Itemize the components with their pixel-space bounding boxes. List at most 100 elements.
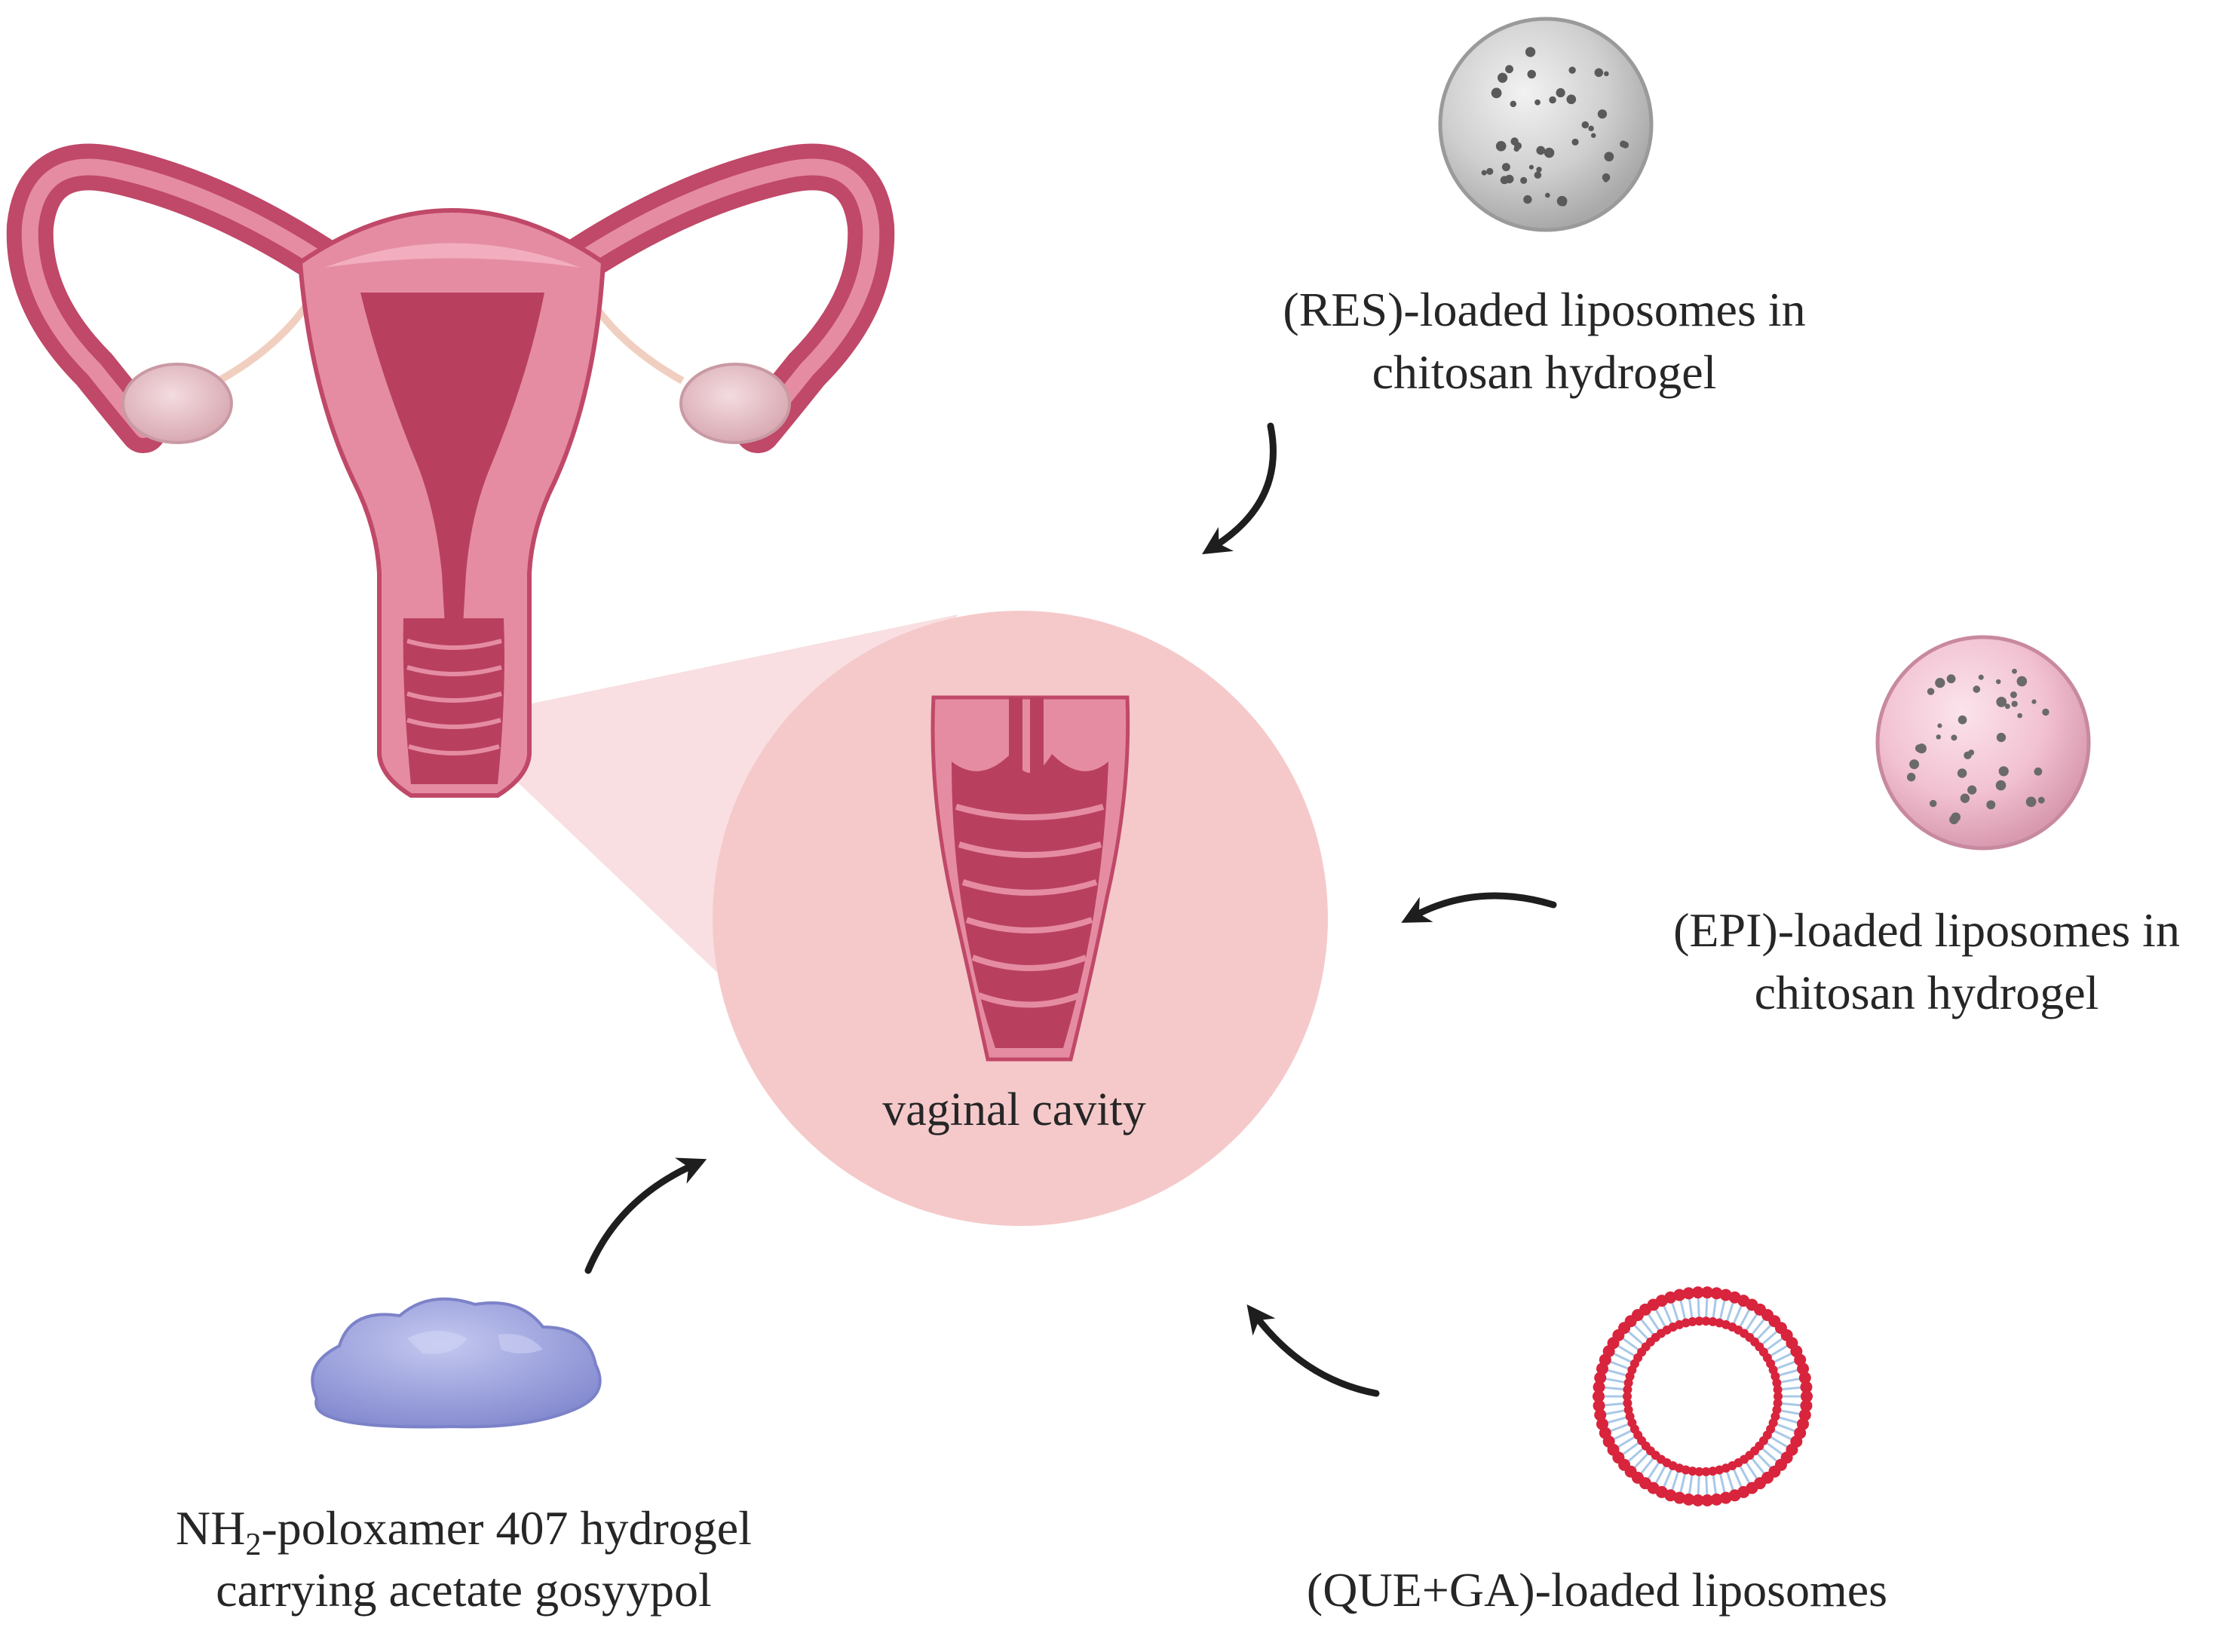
res-liposome-sphere-icon xyxy=(1438,17,1654,232)
speckle-dot xyxy=(1915,744,1924,752)
lipid-tail xyxy=(1770,1436,1789,1448)
speckle-dot xyxy=(1497,72,1508,83)
speckle-dot xyxy=(2010,691,2017,698)
lipid-head-inner xyxy=(1623,1405,1633,1414)
speckle-dot xyxy=(2037,796,2045,804)
speckle-dot xyxy=(1927,688,1935,695)
lipid-tail xyxy=(1679,1474,1686,1494)
speckle-dot xyxy=(2034,767,2043,776)
lipid-tail xyxy=(1733,1304,1743,1324)
speckle-dot xyxy=(1510,100,1517,108)
lipid-head-outer xyxy=(1800,1399,1813,1412)
nh2-label-line1: NH2-poloxamer 407 hydrogel xyxy=(176,1501,752,1562)
lipid-head-inner xyxy=(1623,1392,1632,1401)
lipid-head-outer xyxy=(1682,1493,1695,1506)
lipid-head-outer xyxy=(1593,1399,1605,1412)
lipid-tail xyxy=(1670,1301,1679,1321)
speckle-dot xyxy=(1906,772,1916,782)
epi-liposome-sphere-icon xyxy=(1875,635,2091,851)
lipid-tail xyxy=(1639,1317,1654,1335)
epi-label-line1: (EPI)-loaded liposomes in xyxy=(1673,903,2180,957)
lipid-tail xyxy=(1647,1313,1660,1331)
lipid-tail xyxy=(1726,1472,1735,1492)
lipid-tail xyxy=(1751,1457,1766,1476)
lipid-head-outer xyxy=(1594,1408,1607,1421)
speckle-dot xyxy=(1544,192,1550,198)
arrow-nh2-to-center xyxy=(584,1157,707,1274)
lipid-head-outer xyxy=(1701,1286,1714,1299)
lipid-tail xyxy=(1761,1330,1779,1345)
lipid-tail xyxy=(1621,1442,1639,1456)
lipid-tail xyxy=(1604,1409,1624,1416)
lipid-tail xyxy=(1733,1469,1743,1488)
lipid-tail xyxy=(1705,1476,1709,1496)
speckle-dot xyxy=(2031,699,2037,704)
lipid-tail xyxy=(1608,1423,1629,1433)
lipid-head-inner xyxy=(1694,1467,1704,1476)
lipid-head-inner xyxy=(1688,1316,1697,1326)
lipid-tail xyxy=(1633,1323,1648,1340)
lipid-head-outer xyxy=(1593,1390,1605,1402)
lipid-tail xyxy=(1626,1330,1644,1345)
lipid-head-inner xyxy=(1774,1392,1783,1401)
lipid-head-outer xyxy=(1801,1390,1813,1402)
lipid-tail xyxy=(1670,1472,1679,1492)
lipid-tail xyxy=(1662,1304,1672,1324)
speckle-dot xyxy=(1590,133,1596,138)
speckle-dot xyxy=(1597,109,1608,119)
lipid-tail xyxy=(1751,1317,1766,1335)
speckle-dot xyxy=(1909,759,1920,770)
speckle-dot xyxy=(1588,125,1594,132)
speckle-dot xyxy=(2011,700,2018,707)
speckle-dot xyxy=(1998,766,2009,777)
nh2-label-line2: carrying acetate gosyypol xyxy=(216,1563,712,1617)
lipid-tail xyxy=(1608,1360,1629,1370)
lipid-tail xyxy=(1603,1402,1623,1407)
left-ovary xyxy=(121,363,233,444)
lipid-head-inner xyxy=(1773,1385,1783,1395)
lipid-tail xyxy=(1781,1377,1801,1384)
lipid-head-inner xyxy=(1708,1467,1718,1476)
speckle-dot xyxy=(1495,140,1507,152)
speckle-dot xyxy=(1549,96,1556,104)
lipid-tail xyxy=(1654,1466,1666,1485)
lipid-head-inner xyxy=(1772,1378,1782,1388)
speckle-dot xyxy=(1481,170,1487,176)
speckle-dot xyxy=(1951,734,1957,741)
lipid-tail xyxy=(1746,1462,1758,1480)
speckle-dot xyxy=(1525,47,1536,57)
lipid-head-outer xyxy=(1798,1372,1811,1384)
lipid-tail xyxy=(1766,1442,1784,1456)
speckle-dot xyxy=(1536,146,1546,155)
lipid-head-outer xyxy=(1800,1381,1813,1393)
speckle-dot xyxy=(1995,780,2007,791)
poloxamer-hydrogel-icon xyxy=(311,1297,602,1429)
speckle-dot xyxy=(1935,678,1945,688)
lipid-head-outer xyxy=(1797,1362,1810,1375)
speckle-dot xyxy=(1949,814,1959,825)
speckle-dot xyxy=(1544,147,1555,158)
lipid-tail xyxy=(1606,1416,1626,1424)
speckle-dot xyxy=(1967,785,1977,795)
lipid-tail xyxy=(1688,1475,1694,1496)
lipid-tail xyxy=(1705,1297,1709,1317)
lipid-tail xyxy=(1633,1453,1648,1470)
speckle-dot xyxy=(1960,793,1970,803)
speckle-dot xyxy=(2016,676,2028,687)
speckle-dot xyxy=(2017,713,2022,719)
lipid-head-inner xyxy=(1694,1316,1704,1326)
speckle-dot xyxy=(1929,799,1937,808)
speckle-dot xyxy=(1936,734,1942,740)
speckle-dot xyxy=(1978,674,1984,680)
lipid-tail xyxy=(1746,1313,1758,1331)
speckle-dot xyxy=(1534,171,1542,179)
speckle-dot xyxy=(1946,674,1956,684)
lipid-tail xyxy=(1626,1448,1644,1463)
speckle-dot xyxy=(1996,697,2007,707)
right-ovary xyxy=(679,363,791,444)
lipid-tail xyxy=(1770,1344,1789,1356)
lipid-tail xyxy=(1603,1386,1623,1390)
lipid-head-outer xyxy=(1701,1494,1714,1506)
speckle-dot xyxy=(1561,201,1567,207)
